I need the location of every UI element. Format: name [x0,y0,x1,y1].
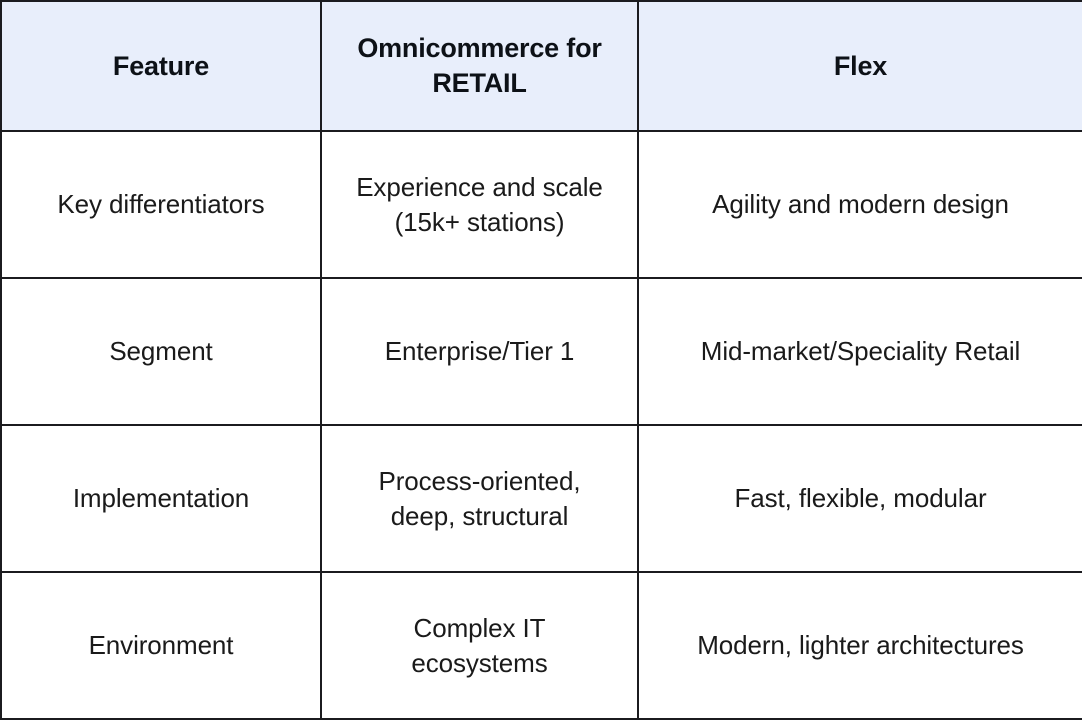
cell-flex: Agility and modern design [637,130,1082,279]
table-row: Segment Enterprise/Tier 1 Mid-market/Spe… [0,277,1082,426]
table-body: Key differentiators Experience and scale… [0,130,1082,720]
column-header-omnicommerce-line1: Omnicommerce for [357,33,602,64]
cell-feature: Implementation [0,424,322,573]
table-row: Environment Complex IT ecosystems Modern… [0,571,1082,720]
cell-flex: Modern, lighter architectures [637,571,1082,720]
cell-omnicommerce-line2: deep, structural [390,500,569,531]
cell-omnicommerce: Experience and scale (15k+ stations) [320,130,639,279]
cell-flex: Mid-market/Speciality Retail [637,277,1082,426]
table-row: Key differentiators Experience and scale… [0,130,1082,279]
cell-omnicommerce-line1: Process-oriented, [378,465,581,496]
cell-omnicommerce: Complex IT ecosystems [320,571,639,720]
table-header-row: Feature Omnicommerce for RETAIL Flex [0,0,1082,132]
cell-flex: Fast, flexible, modular [637,424,1082,573]
column-header-feature: Feature [0,0,322,132]
cell-omnicommerce-line1: Complex IT [413,612,546,643]
cell-feature: Environment [0,571,322,720]
cell-feature: Key differentiators [0,130,322,279]
cell-feature: Segment [0,277,322,426]
table-header: Feature Omnicommerce for RETAIL Flex [0,0,1082,132]
column-header-omnicommerce: Omnicommerce for RETAIL [320,0,639,132]
cell-omnicommerce-line2: (15k+ stations) [394,206,565,237]
cell-omnicommerce: Process-oriented, deep, structural [320,424,639,573]
table-row: Implementation Process-oriented, deep, s… [0,424,1082,573]
cell-omnicommerce-line1: Experience and scale [356,171,603,202]
column-header-omnicommerce-line2: RETAIL [432,68,527,98]
column-header-flex: Flex [637,0,1082,132]
cell-omnicommerce: Enterprise/Tier 1 [320,277,639,426]
cell-omnicommerce-line2: ecosystems [411,647,548,678]
